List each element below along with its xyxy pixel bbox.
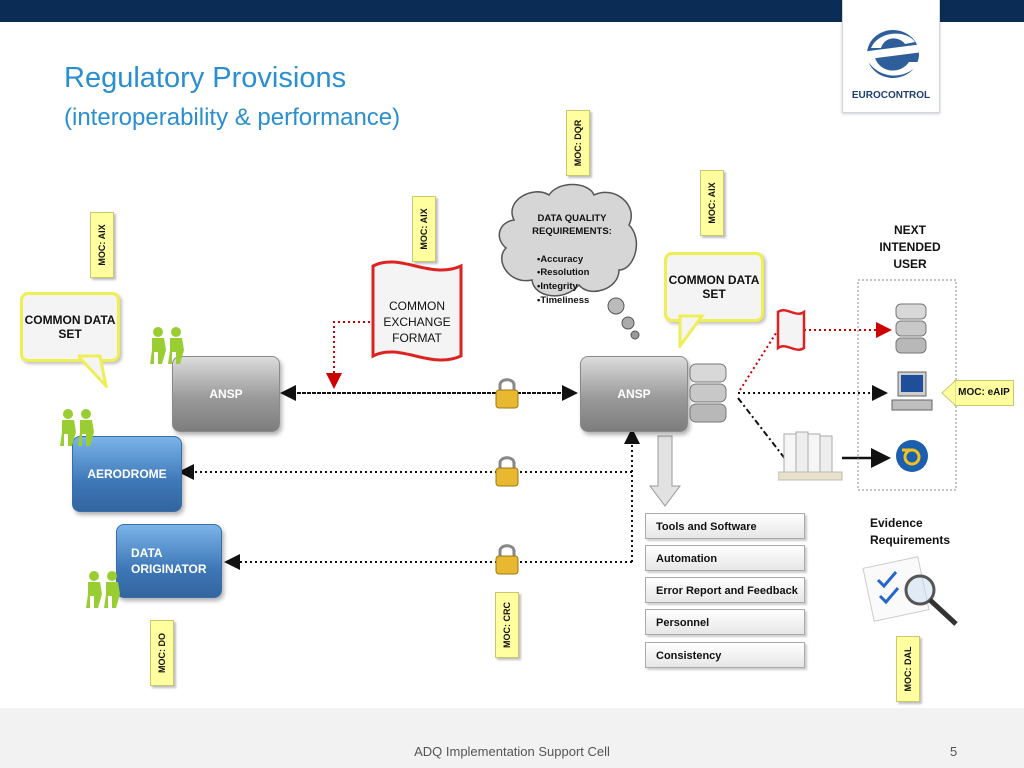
database-icon (895, 303, 927, 354)
checklist-magnifier-icon (862, 556, 958, 626)
list-item-automation: Automation (645, 545, 805, 571)
tag-moc-aix-right: MOC: AIX (700, 170, 724, 236)
lock-icon (495, 456, 519, 487)
eurocontrol-logo: EUROCONTROL (842, 0, 940, 113)
callout-common-data-set-left: COMMON DATA SET (20, 292, 120, 362)
link-exchange-format (326, 321, 370, 389)
header-bar (0, 0, 1024, 22)
lock-icon (495, 378, 519, 409)
tag-moc-crc: MOC: CRC (495, 592, 519, 658)
database-icon (689, 363, 727, 423)
tag-moc-aix-mid: MOC: AIX (412, 196, 436, 262)
link-red-diag (739, 329, 779, 391)
people-icon (86, 571, 120, 608)
list-item-personnel: Personnel (645, 609, 805, 635)
lock-icon (495, 544, 519, 575)
page-number: 5 (950, 744, 958, 759)
page-title: Regulatory Provisions (64, 62, 347, 94)
link-to-documents (737, 397, 787, 461)
format-small-icon (776, 309, 806, 351)
down-arrow-icon (649, 435, 681, 507)
node-data-originator: DATA ORIGINATOR (116, 524, 222, 598)
node-ansp-left: ANSP (172, 356, 280, 432)
list-item-tools: Tools and Software (645, 513, 805, 539)
tag-moc-dqr: MOC: DQR (566, 110, 590, 176)
page-subtitle: (interoperability & performance) (64, 104, 401, 131)
node-ansp-right: ANSP (580, 356, 688, 432)
cloud-item-integrity: •Integrity (537, 281, 578, 292)
next-intended-user-label: NEXT INTENDED USER (879, 223, 941, 271)
tag-moc-dal: MOC: DAL (896, 636, 920, 702)
callout-pointer-right (678, 314, 705, 348)
callout-common-data-set-right: COMMON DATA SET (664, 252, 764, 322)
footer-text: ADQ Implementation Support Cell (414, 744, 610, 759)
footer-bar (0, 708, 1024, 768)
thought-cloud-icon (498, 183, 640, 340)
eurocontrol-logo-icon (861, 30, 923, 78)
exchange-format-shape (371, 260, 463, 362)
node-aerodrome: AERODROME (72, 436, 182, 512)
cloud-item-accuracy: •Accuracy (537, 254, 584, 265)
common-exchange-format-label: COMMON EXCHANGE FORMAT (383, 299, 451, 345)
cloud-item-timeliness: •Timeliness (537, 295, 590, 306)
documents-icon (778, 431, 843, 481)
computer-icon (891, 371, 933, 411)
postal-icon (896, 440, 928, 472)
next-user-box (857, 279, 957, 491)
cloud-item-resolution: •Resolution (537, 267, 590, 278)
tag-moc-aix-left: MOC: AIX (90, 212, 114, 278)
tag-moc-eaip: MOC: eAIP (954, 380, 1014, 406)
logo-text: EUROCONTROL (851, 90, 931, 101)
people-icon (60, 409, 94, 446)
tag-moc-do: MOC: DO (150, 620, 174, 686)
tag-eaip-pointer (941, 380, 956, 406)
people-icon (150, 327, 184, 364)
evidence-requirements-label: Evidence Requirements (870, 516, 951, 547)
list-item-error-report: Error Report and Feedback (645, 577, 805, 603)
cloud-title: DATA QUALITY REQUIREMENTS: (532, 213, 612, 237)
callout-pointer-left (78, 354, 108, 388)
list-item-consistency: Consistency (645, 642, 805, 668)
